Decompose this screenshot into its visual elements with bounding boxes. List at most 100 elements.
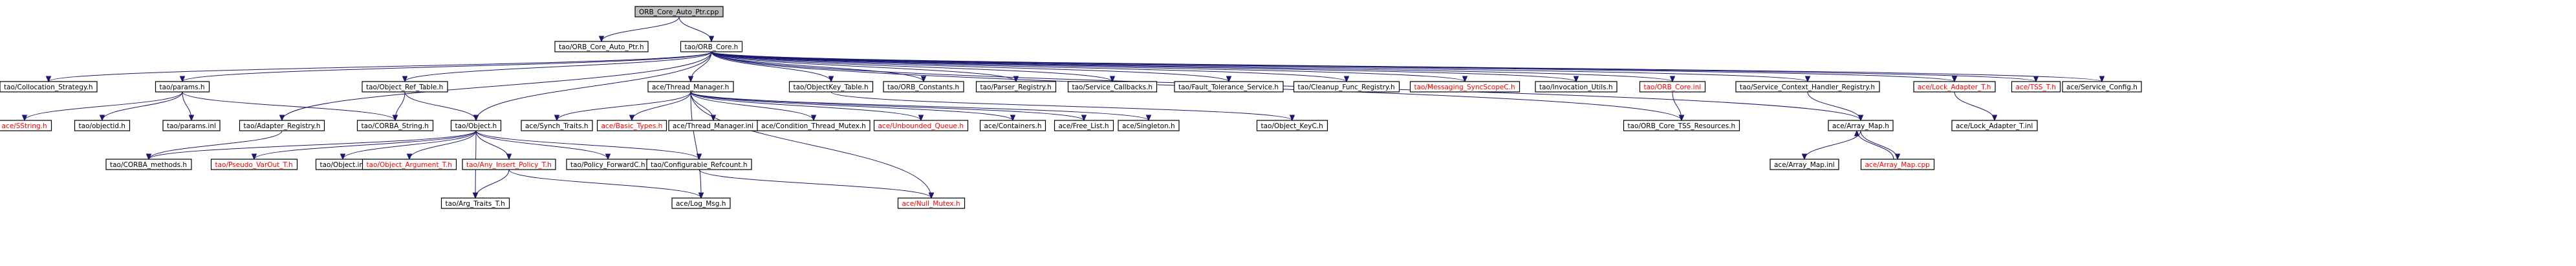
edge-object-h-to-object-inl (340, 130, 477, 161)
node-basic-types[interactable]: ace/Basic_Types.h (596, 120, 667, 131)
node-label: tao/Parser_Registry.h (980, 83, 1052, 91)
edge-array-map-cpp-to-array-map-h (1854, 129, 1894, 160)
node-adapter-registry[interactable]: tao/Adapter_Registry.h (239, 120, 325, 131)
node-corba-methods[interactable]: tao/CORBA_methods.h (105, 159, 192, 170)
edge-params-h-to-corba-string (182, 91, 398, 122)
node-label: ace/Singleton.h (1122, 122, 1175, 130)
node-policy-forwardc[interactable]: tao/Policy_ForwardC.h (566, 159, 650, 170)
node-label: tao/Object_KeyC.h (1261, 122, 1323, 130)
edge-orb-core-h-to-params-h (179, 51, 712, 83)
edge-thread-manager-to-synch-traits (554, 91, 691, 122)
node-service-callbacks[interactable]: tao/Service_Callbacks.h (1067, 81, 1158, 93)
edge-obj-ref-table-to-corba-string (392, 91, 406, 122)
node-tss-h[interactable]: ace/TSS_T.h (2011, 81, 2061, 93)
edge-any-insert-policy-to-arg-traits (472, 169, 510, 199)
node-params-inl[interactable]: tao/params.inl (162, 120, 221, 131)
edge-orb-core-h-to-fault-tolerance (711, 51, 1232, 83)
node-label: tao/Fault_Tolerance_Service.h (1178, 83, 1279, 91)
node-service-config[interactable]: ace/Service_Config.h (2062, 81, 2142, 93)
node-label: ace/Log_Msg.h (676, 200, 726, 208)
node-array-map-inl[interactable]: ace/Array_Map.inl (1770, 159, 1839, 170)
node-label: tao/Adapter_Registry.h (244, 122, 321, 130)
edge-objectkey-table-to-object-keyc (830, 91, 1295, 122)
node-obj-ref-table[interactable]: tao/Object_Ref_Table.h (362, 81, 448, 93)
node-fault-tolerance[interactable]: tao/Fault_Tolerance_Service.h (1174, 81, 1284, 93)
edge-orb-core-h-to-objectkey-table (711, 51, 834, 83)
node-label: tao/Object.h (455, 122, 497, 130)
edge-params-h-to-sstring (21, 91, 183, 122)
node-thread-manager[interactable]: ace/Thread_Manager.h (647, 81, 734, 93)
node-orb-core-h[interactable]: tao/ORB_Core.h (680, 41, 743, 52)
node-orb-constants[interactable]: tao/ORB_Constants.h (883, 81, 964, 93)
node-thread-manager-inl[interactable]: ace/Thread_Manager.inl (668, 120, 759, 131)
node-corba-string[interactable]: tao/CORBA_String.h (356, 120, 434, 131)
node-label: ace/Service_Config.h (2066, 83, 2138, 91)
edge-any-insert-policy-to-log-msg (508, 169, 704, 199)
node-root[interactable]: ORB_Core_Auto_Ptr.cpp (634, 6, 724, 17)
edge-orb-core-h-to-thread-manager (687, 51, 712, 83)
node-free-list[interactable]: ace/Free_List.h (1054, 120, 1114, 131)
node-label: ace/Lock_Adapter_T.h (1918, 83, 1991, 91)
node-label: tao/ObjectKey_Table.h (794, 83, 869, 91)
node-orb-core-inl[interactable]: tao/ORB_Core.inl (1639, 81, 1706, 93)
node-singleton[interactable]: ace/Singleton.h (1118, 120, 1180, 131)
node-object-argument[interactable]: tao/Object_Argument_T.h (362, 159, 457, 170)
node-tss-resources[interactable]: tao/ORB_Core_TSS_Resources.h (1623, 120, 1740, 131)
node-label: tao/Policy_ForwardC.h (570, 161, 645, 169)
node-array-map-cpp[interactable]: ace/Array_Map.cpp (1860, 159, 1935, 170)
node-invocation-utils[interactable]: tao/Invocation_Utils.h (1535, 81, 1618, 93)
node-parser-registry[interactable]: tao/Parser_Registry.h (975, 81, 1057, 93)
node-collocation[interactable]: tao/Collocation_Strategy.h (0, 81, 98, 93)
edge-thread-manager-to-condition-mutex (690, 91, 817, 122)
node-cleanup-func[interactable]: tao/Cleanup_Func_Registry.h (1293, 81, 1400, 93)
node-label: tao/Object_Argument_T.h (367, 161, 452, 169)
edge-thread-manager-to-singleton (690, 91, 1152, 122)
node-label: tao/CORBA_String.h (362, 122, 429, 130)
node-objectid[interactable]: tao/objectid.h (74, 120, 131, 131)
node-auto-ptr-h[interactable]: tao/ORB_Core_Auto_Ptr.h (554, 41, 649, 52)
node-log-msg[interactable]: ace/Log_Msg.h (671, 197, 731, 209)
node-object-keyc[interactable]: tao/Object_KeyC.h (1256, 120, 1328, 131)
node-configurable-refcount[interactable]: tao/Configurable_Refcount.h (646, 159, 752, 170)
node-label: ace/Free_List.h (1059, 122, 1109, 130)
edge-object-h-to-configurable-refcount (475, 130, 702, 161)
node-containers[interactable]: ace/Containers.h (979, 120, 1046, 131)
node-label: ace/SString.h (2, 122, 47, 130)
edge-object-h-to-pseudo-varout (251, 130, 477, 161)
node-object-h[interactable]: tao/Object.h (450, 120, 502, 131)
node-label: ace/Array_Map.cpp (1865, 161, 1931, 169)
node-params-h[interactable]: tao/params.h (155, 81, 210, 93)
node-pseudo-varout[interactable]: tao/Pseudo_VarOut_T.h (210, 159, 298, 170)
edge-orb-core-h-to-invocation-utils (711, 51, 1579, 83)
node-label: tao/Object_Ref_Table.h (366, 83, 443, 91)
node-null-mutex[interactable]: ace/Null_Mutex.h (897, 197, 966, 209)
edge-lock-adapter-h-to-lock-adapter-inl (1954, 91, 1998, 122)
node-synch-traits[interactable]: ace/Synch_Traits.h (521, 120, 593, 131)
edge-orb-core-h-to-collocation (45, 51, 712, 83)
node-lock-adapter-h[interactable]: ace/Lock_Adapter_T.h (1913, 81, 1996, 93)
node-sstring[interactable]: ace/SString.h (0, 120, 52, 131)
edge-orb-core-h-to-service-ctx (711, 51, 1811, 83)
edge-object-h-to-policy-forwardc (475, 130, 611, 161)
node-lock-adapter-inl[interactable]: ace/Lock_Adapter_T.inl (1951, 120, 2038, 131)
edge-thread-manager-to-free-list (690, 91, 1087, 122)
edge-thread-manager-to-unbounded-queue (690, 91, 924, 122)
node-objectkey-table[interactable]: tao/ObjectKey_Table.h (788, 81, 874, 93)
node-label: ace/Null_Mutex.h (902, 200, 960, 208)
edge-service-ctx-to-array-map-h (1807, 91, 1864, 122)
node-label: ORB_Core_Auto_Ptr.cpp (639, 8, 719, 16)
node-condition-mutex[interactable]: ace/Condition_Thread_Mutex.h (757, 120, 871, 131)
node-messaging-sync[interactable]: tao/Messaging_SyncScopeC.h (1409, 81, 1521, 93)
node-any-insert-policy[interactable]: tao/Any_Insert_Policy_T.h (462, 159, 556, 170)
node-unbounded-queue[interactable]: ace/Unbounded_Queue.h (873, 120, 969, 131)
edge-obj-ref-table-to-object-h (404, 91, 479, 122)
node-object-inl[interactable]: tao/Object.inl (315, 159, 371, 170)
node-label: tao/objectid.h (79, 122, 125, 130)
node-service-ctx[interactable]: tao/Service_Context_Handler_Registry.h (1735, 81, 1880, 93)
node-label: tao/Messaging_SyncScopeC.h (1414, 83, 1515, 91)
node-arg-traits[interactable]: tao/Arg_Traits_T.h (440, 197, 510, 209)
edge-thread-manager-to-basic-types (629, 91, 691, 122)
node-array-map-h[interactable]: ace/Array_Map.h (1828, 120, 1894, 131)
edge-array-map-h-to-array-map-inl (1801, 130, 1861, 161)
